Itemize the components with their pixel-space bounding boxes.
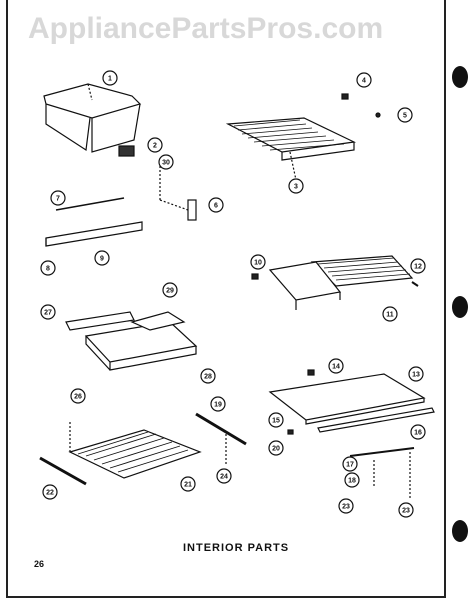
watermark: AppliancePartsPros.com [28, 12, 384, 45]
part-grille-drawing [118, 145, 135, 157]
page-number: 26 [34, 559, 45, 569]
callout-16: 16 [414, 430, 422, 437]
binder-hole-middle [452, 296, 468, 318]
callout-7: 7 [56, 196, 60, 203]
callout-labels: 1 2 3 4 5 6 7 8 9 10 11 12 13 14 15 16 1… [40, 70, 426, 518]
callout-8: 8 [46, 266, 50, 273]
callout-10: 10 [254, 260, 262, 267]
part-crisper-grille-drawing [68, 420, 202, 479]
callout-17: 17 [346, 462, 354, 469]
callout-4: 4 [362, 78, 366, 85]
callout-13: 13 [412, 372, 420, 379]
callout-26: 26 [74, 394, 82, 401]
callout-22: 22 [46, 490, 54, 497]
callout-21: 21 [184, 482, 192, 489]
callout-1: 1 [108, 76, 112, 83]
part-wire-shelf-top-drawing [225, 117, 357, 181]
binder-hole-top [452, 66, 468, 88]
callout-27: 27 [44, 310, 52, 317]
part-half-shelf-drawing [268, 255, 414, 310]
binder-hole-bottom [452, 520, 468, 542]
callout-2: 2 [153, 143, 157, 150]
callout-9: 9 [100, 256, 104, 263]
callout-6: 6 [214, 203, 218, 210]
callout-14: 14 [332, 364, 340, 371]
callout-20: 20 [272, 446, 280, 453]
callout-3: 3 [294, 184, 298, 191]
part-rail-drawing [45, 197, 143, 247]
callout-19: 19 [214, 402, 222, 409]
part-meat-keeper-drawing [65, 311, 198, 371]
callout-28: 28 [204, 374, 212, 381]
callout-23a: 23 [342, 504, 350, 511]
callout-11: 11 [386, 312, 394, 319]
callout-12: 12 [414, 264, 422, 271]
part-glass-shelf-drawing [268, 373, 435, 433]
diagram-title: INTERIOR PARTS [183, 542, 290, 554]
callout-23b: 23 [402, 508, 410, 515]
callout-24: 24 [220, 474, 228, 481]
part-crisper-cover-drawing [43, 83, 142, 153]
page-border [6, 0, 446, 598]
callout-29: 29 [166, 288, 174, 295]
callout-15: 15 [272, 418, 280, 425]
callout-18: 18 [348, 478, 356, 485]
callout-30: 30 [162, 160, 170, 167]
callout-5: 5 [403, 113, 407, 120]
